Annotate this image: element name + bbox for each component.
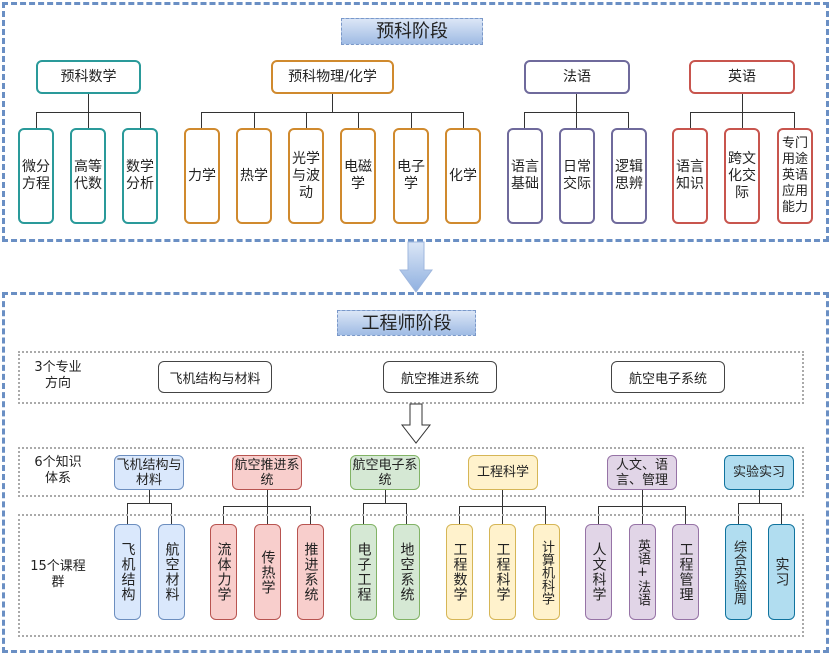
connector xyxy=(254,112,255,128)
connector xyxy=(781,503,782,524)
connector xyxy=(267,490,268,524)
direction-node: 航空推进系统 xyxy=(383,361,497,393)
course-node: 语言基础 xyxy=(507,128,543,224)
connector xyxy=(738,503,739,524)
connector xyxy=(171,503,172,524)
connector xyxy=(598,506,686,507)
connector xyxy=(223,506,311,507)
prep-stage-title: 预科阶段 xyxy=(341,18,483,45)
engineer-stage-container xyxy=(2,292,829,653)
connector xyxy=(628,112,629,128)
knowledge-node: 航空推进系统 xyxy=(232,455,302,490)
connector xyxy=(140,112,141,128)
course-group-node: 工程数学 xyxy=(446,524,473,620)
group-prep-math: 预科数学 xyxy=(36,60,141,94)
course-node: 专门用途英语应用能力 xyxy=(777,128,813,224)
connector xyxy=(690,112,795,113)
connector xyxy=(127,503,128,524)
courses-row xyxy=(18,514,804,637)
course-group-node: 流体力学 xyxy=(210,524,237,620)
course-node: 微分方程 xyxy=(18,128,54,224)
connector xyxy=(642,490,643,524)
group-prep-english: 英语 xyxy=(689,60,795,94)
connector xyxy=(524,112,525,128)
course-node: 逻辑思辨 xyxy=(611,128,647,224)
connector xyxy=(690,112,691,128)
directions-label: 3个专业方向 xyxy=(34,360,82,391)
connector xyxy=(406,503,407,524)
course-node: 热学 xyxy=(236,128,272,224)
connector xyxy=(502,490,503,524)
course-node: 光学与波动 xyxy=(288,128,324,224)
connector xyxy=(524,112,629,113)
courses-label: 15个课程群 xyxy=(30,559,86,590)
connector xyxy=(36,112,141,113)
course-group-node: 英语+法语 xyxy=(629,524,656,620)
connector xyxy=(759,490,760,503)
connector xyxy=(88,94,89,128)
course-node: 电子学 xyxy=(393,128,429,224)
connector xyxy=(149,490,150,503)
course-group-node: 地空系统 xyxy=(393,524,420,620)
connector xyxy=(742,94,743,128)
connector xyxy=(332,94,333,112)
course-group-node: 实习 xyxy=(768,524,795,620)
course-node: 力学 xyxy=(184,128,220,224)
connector xyxy=(306,112,307,128)
course-group-node: 工程管理 xyxy=(672,524,699,620)
prep-stage-container xyxy=(2,2,829,242)
course-node: 电磁学 xyxy=(340,128,376,224)
direction-node: 航空电子系统 xyxy=(611,361,725,393)
knowledge-node: 人文、语言、管理 xyxy=(607,455,677,490)
group-prep-physics: 预科物理/化学 xyxy=(271,60,394,94)
course-group-node: 人文科学 xyxy=(585,524,612,620)
group-prep-french: 法语 xyxy=(524,60,630,94)
course-node: 日常交际 xyxy=(559,128,595,224)
connector xyxy=(363,503,407,504)
knowledge-label: 6个知识体系 xyxy=(34,455,82,486)
knowledge-node: 实验实习 xyxy=(724,455,794,490)
course-group-node: 综合实验周 xyxy=(725,524,752,620)
directions-row xyxy=(18,351,804,404)
knowledge-row xyxy=(18,447,804,497)
connector xyxy=(201,112,202,128)
course-group-node: 推进系统 xyxy=(297,524,324,620)
connector xyxy=(463,112,464,128)
connector xyxy=(459,506,546,507)
course-group-node: 航空材料 xyxy=(158,524,185,620)
course-node: 高等代数 xyxy=(70,128,106,224)
hollow-down-arrow-icon xyxy=(400,403,432,444)
knowledge-node: 航空电子系统 xyxy=(350,455,420,490)
connector xyxy=(738,503,782,504)
course-group-node: 传热学 xyxy=(254,524,281,620)
connector xyxy=(36,112,37,128)
course-group-node: 电子工程 xyxy=(350,524,377,620)
connector xyxy=(127,503,172,504)
course-group-node: 工程科学 xyxy=(489,524,516,620)
connector xyxy=(358,112,359,128)
connector xyxy=(411,112,412,128)
course-group-node: 飞机结构 xyxy=(114,524,141,620)
course-node: 数学分析 xyxy=(122,128,158,224)
knowledge-node: 工程科学 xyxy=(468,455,538,490)
connector xyxy=(794,112,795,128)
connector xyxy=(201,112,464,113)
course-node: 语言知识 xyxy=(672,128,708,224)
connector xyxy=(363,503,364,524)
course-group-node: 计算机科学 xyxy=(533,524,560,620)
direction-node: 飞机结构与材料 xyxy=(158,361,272,393)
down-arrow-icon xyxy=(399,241,433,293)
course-node: 跨文化交际 xyxy=(724,128,760,224)
course-node: 化学 xyxy=(445,128,481,224)
engineer-stage-title: 工程师阶段 xyxy=(337,310,476,336)
connector xyxy=(576,94,577,128)
knowledge-node: 飞机结构与材料 xyxy=(114,455,184,490)
connector xyxy=(385,490,386,503)
